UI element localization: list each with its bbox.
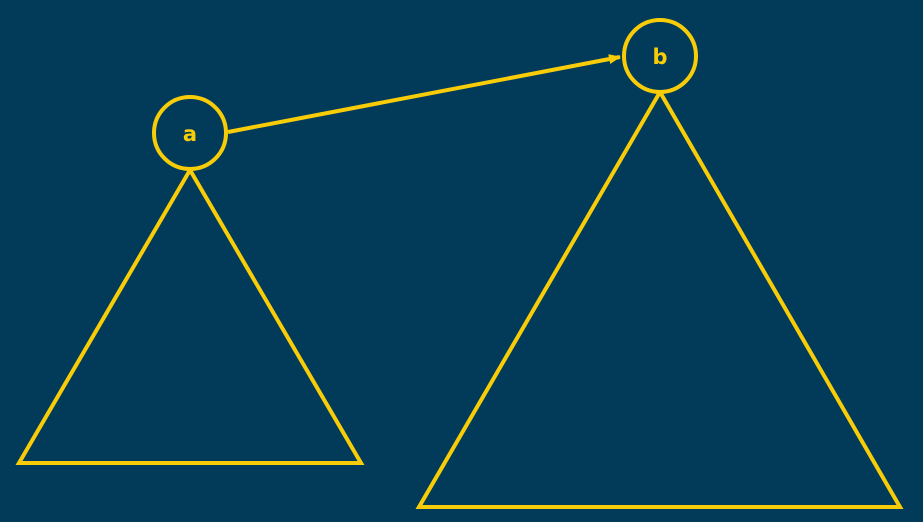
subtree-triangle-b <box>415 88 904 509</box>
node-b-label: b <box>652 45 667 69</box>
subtree-triangle-a <box>15 166 365 465</box>
node-b-circle <box>622 18 698 94</box>
node-a-circle <box>152 95 228 171</box>
node-a: a <box>152 95 228 171</box>
node-a-label: a <box>183 122 197 146</box>
node-b: b <box>622 18 698 94</box>
edge-a-to-b <box>227 54 621 134</box>
